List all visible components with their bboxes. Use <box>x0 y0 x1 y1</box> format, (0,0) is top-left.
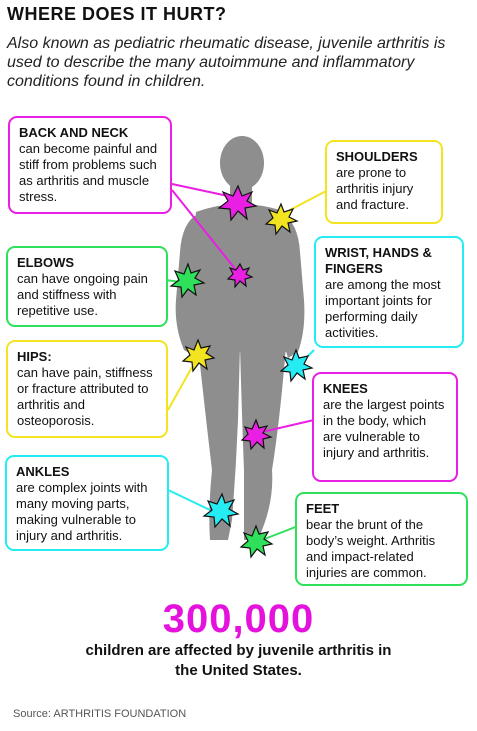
callout-heading: ELBOWS <box>17 255 75 270</box>
callout-text: bear the brunt of the body’s weight. Art… <box>306 517 436 580</box>
callout-text: can become painful and stiff from proble… <box>19 141 158 204</box>
callout-heading: KNEES <box>323 381 368 396</box>
starburst-icon <box>264 202 299 236</box>
starburst-icon <box>239 524 274 559</box>
callout-hips: HIPS: can have pain, stiffness or fractu… <box>6 340 168 438</box>
callout-heading: BACK AND NECK <box>19 125 129 140</box>
callout-heading: WRIST, HANDS & FINGERS <box>325 245 432 276</box>
callout-text: are complex joints with many moving part… <box>16 480 148 543</box>
pain-point-markers <box>169 184 314 559</box>
callout-elbows: ELBOWS can have ongoing pain and stiffne… <box>6 246 168 327</box>
starburst-icon <box>169 262 206 299</box>
starburst-icon <box>279 348 314 383</box>
starburst-icon <box>202 492 240 529</box>
callout-shoulders: SHOULDERS are prone to arthritis injury … <box>325 140 443 224</box>
callout-heading: ANKLES <box>16 464 70 479</box>
callout-ankles: ANKLES are complex joints with many movi… <box>5 455 169 551</box>
statistic-caption: children are affected by juvenile arthri… <box>85 642 392 679</box>
callout-back-neck: BACK AND NECK can become painful and sti… <box>8 116 172 214</box>
callout-heading: HIPS: <box>17 349 52 364</box>
callout-heading: SHOULDERS <box>336 149 418 164</box>
callout-text: are prone to arthritis injury and fractu… <box>336 165 414 212</box>
callout-feet: FEET bear the brunt of the body’s weight… <box>295 492 468 586</box>
callout-text: are the largest points in the body, whic… <box>323 397 445 460</box>
starburst-icon <box>217 184 258 222</box>
callout-knees: KNEES are the largest points in the body… <box>312 372 458 482</box>
starburst-icon <box>181 338 216 373</box>
source-credit: Source: ARTHRITIS FOUNDATION <box>13 708 187 720</box>
callout-text: are among the most important joints for … <box>325 277 441 340</box>
callout-heading: FEET <box>306 501 340 516</box>
page-title: WHERE DOES IT HURT? <box>7 4 227 24</box>
statistic-number: 300,000 <box>162 597 315 641</box>
page-subtitle: Also known as pediatric rheumatic diseas… <box>7 35 446 90</box>
statistic-text: children are affected by juvenile arthri… <box>0 641 477 681</box>
callout-text: can have ongoing pain and stiffness with… <box>17 271 148 318</box>
callout-wrist-hands-fingers: WRIST, HANDS & FINGERS are among the mos… <box>314 236 464 348</box>
callout-text: can have pain, stiffness or fracture att… <box>17 365 153 428</box>
starburst-icon <box>226 262 254 289</box>
starburst-icon <box>240 418 273 451</box>
